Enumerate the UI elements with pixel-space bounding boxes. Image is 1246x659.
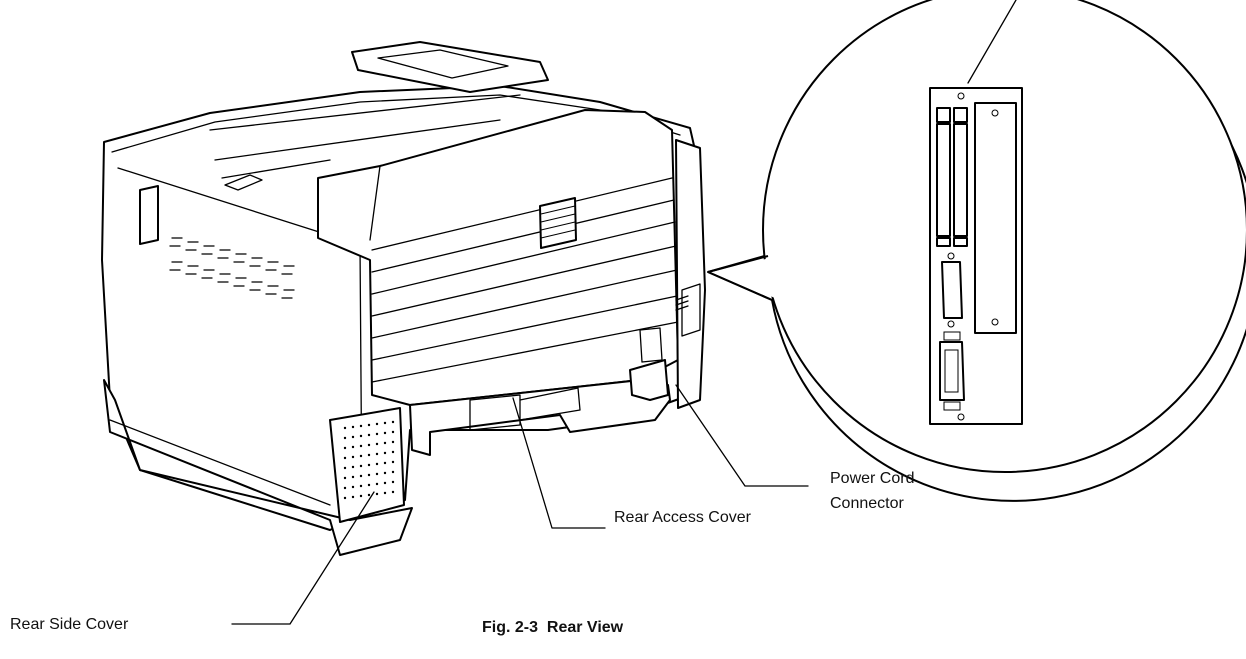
lower-base — [409, 327, 671, 456]
output-tray — [209, 41, 549, 191]
figure-caption: Fig. 2-3 Rear View — [482, 619, 623, 637]
rear-side-cover-grid — [329, 407, 405, 523]
figure-title: Rear View — [546, 619, 624, 636]
label-power-cord-line1: Power Cord — [830, 470, 915, 487]
label-rear-access-cover: Rear Access Cover — [614, 509, 751, 526]
detail-callout — [707, 0, 1246, 502]
interface-board — [929, 87, 1023, 425]
rear-cover-ribbed — [317, 109, 679, 406]
label-rear-side-cover: Rear Side Cover — [10, 616, 129, 633]
interface-column — [675, 139, 706, 409]
figure-number: Fig. 2-3 — [482, 619, 539, 636]
side-vents — [169, 237, 295, 299]
leader-lines — [231, 384, 809, 625]
label-power-cord-line2: Connector — [830, 495, 904, 512]
